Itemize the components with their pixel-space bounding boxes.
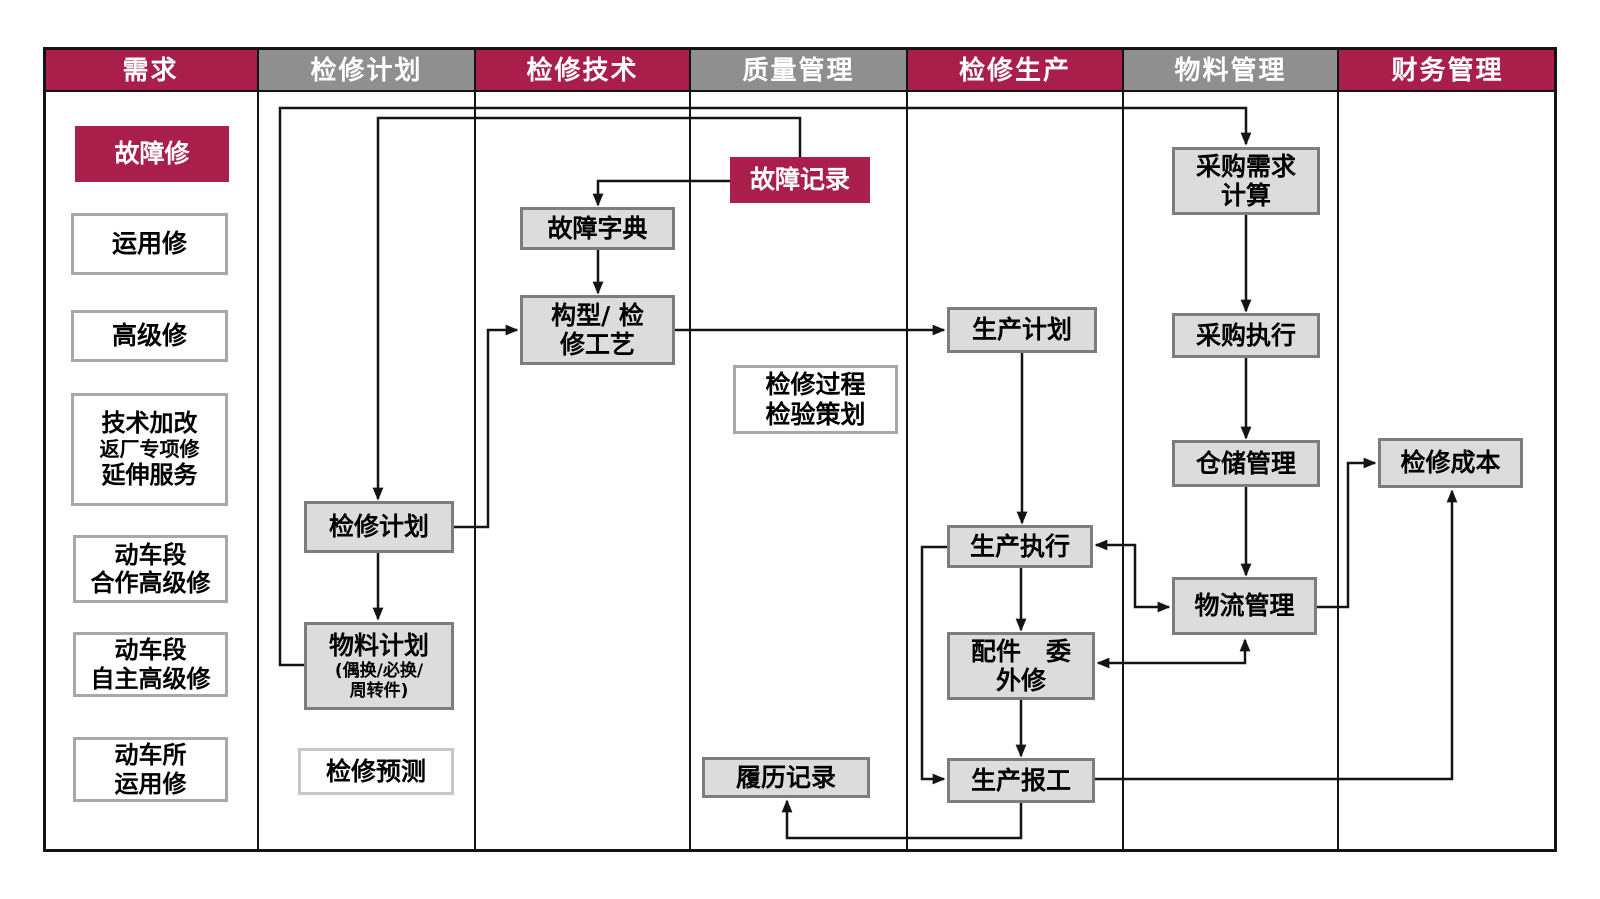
node-production-plan: 生产计划 [947, 307, 1097, 353]
node-label: 技术加改 [101, 409, 198, 438]
node-label: 配件 委 外修 [970, 636, 1071, 696]
node-label: 采购需求 计算 [1195, 151, 1296, 211]
node-label: 检修成本 [1400, 448, 1501, 478]
lane-header-maintenance-planning: 检修计划 [258, 47, 475, 92]
node-warehouse-mgmt: 仓储管理 [1172, 440, 1320, 487]
node-label: 运用修 [111, 229, 187, 259]
lane-header-maintenance-technology: 检修技术 [475, 47, 690, 92]
node-config-process: 构型/ 检 修工艺 [520, 295, 675, 365]
node-label: 动车段 自主高级修 [90, 636, 211, 693]
node-label: 故障记录 [749, 165, 850, 195]
node-maintenance-plan: 检修计划 [304, 501, 454, 553]
node-logistics-mgmt: 物流管理 [1172, 577, 1317, 635]
node-purchase-execution: 采购执行 [1172, 313, 1320, 358]
node-label: 动车所 运用修 [114, 741, 187, 798]
node-label: 履历记录 [735, 762, 836, 792]
node-label: 延伸服务 [101, 461, 198, 490]
node-production-execution: 生产执行 [947, 525, 1093, 568]
node-tech-modification: 技术加改 返厂专项修 延伸服务 [71, 393, 228, 506]
node-label: 检修过程 检验策划 [765, 370, 866, 429]
node-fault-record: 故障记录 [730, 157, 870, 203]
node-depot-coop-advanced: 动车段 合作高级修 [73, 535, 228, 603]
node-purchase-demand-calc: 采购需求 计算 [1172, 147, 1320, 215]
lane-divider [1122, 47, 1124, 852]
node-label: 检修预测 [325, 756, 426, 786]
node-label: 构型/ 检 修工艺 [551, 300, 644, 360]
node-sublabel: (偶换/必换/ 周转件) [334, 660, 424, 701]
node-maintenance-forecast: 检修预测 [298, 748, 454, 795]
edge-production-reporting-to-maintenance-cost [1095, 489, 1458, 781]
node-label: 检修计划 [328, 512, 429, 542]
lane-divider [689, 47, 691, 852]
edge-production-reporting-to-history-record [781, 799, 1023, 840]
lane-header-demand: 需求 [43, 47, 258, 92]
node-depot-operational: 动车所 运用修 [73, 737, 228, 802]
lane-header-material-management: 物料管理 [1123, 47, 1338, 92]
lane-divider [906, 47, 908, 852]
node-advanced-repair: 高级修 [71, 310, 228, 362]
node-label: 故障修 [114, 139, 190, 169]
node-label: 生产报工 [970, 765, 1071, 795]
lane-divider [474, 47, 476, 852]
edge-logistics-mgmt-to-parts-outsource-repair [1096, 638, 1251, 669]
node-maintenance-cost: 检修成本 [1378, 438, 1523, 488]
edge-logistics-mgmt-to-production-execution [1094, 539, 1171, 613]
edge-fault-record-to-fault-dictionary [592, 179, 730, 207]
node-label: 仓储管理 [1195, 448, 1296, 478]
node-operational-repair: 运用修 [71, 213, 228, 275]
lane-header-quality-management: 质量管理 [690, 47, 907, 92]
node-depot-self-advanced: 动车段 自主高级修 [73, 632, 228, 697]
lane-header-finance-management: 财务管理 [1338, 47, 1557, 92]
node-inspection-planning: 检修过程 检验策划 [733, 365, 898, 434]
node-label: 采购执行 [1195, 320, 1296, 350]
node-label: 生产计划 [971, 315, 1072, 345]
lane-divider [1337, 47, 1339, 852]
node-label: 高级修 [111, 321, 187, 351]
lane-divider [257, 47, 259, 852]
edge-production-execution-to-production-reporting [920, 545, 947, 785]
node-label: 物料计划 [328, 631, 429, 661]
edge-logistics-mgmt-to-maintenance-cost [1317, 457, 1377, 609]
node-label: 返厂专项修 [99, 436, 200, 461]
node-history-record: 履历记录 [702, 757, 870, 798]
node-material-plan: 物料计划 (偶换/必换/ 周转件) [304, 622, 454, 710]
edge-maintenance-plan-to-config-process [454, 324, 519, 529]
node-label: 动车段 合作高级修 [90, 540, 211, 597]
node-label: 生产执行 [969, 531, 1070, 561]
lane-header-maintenance-production: 检修生产 [907, 47, 1123, 92]
node-parts-outsource-repair: 配件 委 外修 [947, 632, 1095, 700]
node-fault-repair: 故障修 [75, 126, 229, 182]
node-production-reporting: 生产报工 [947, 758, 1095, 803]
node-label: 故障字典 [547, 213, 648, 243]
node-fault-dictionary: 故障字典 [520, 207, 675, 250]
node-label: 物流管理 [1194, 591, 1295, 621]
